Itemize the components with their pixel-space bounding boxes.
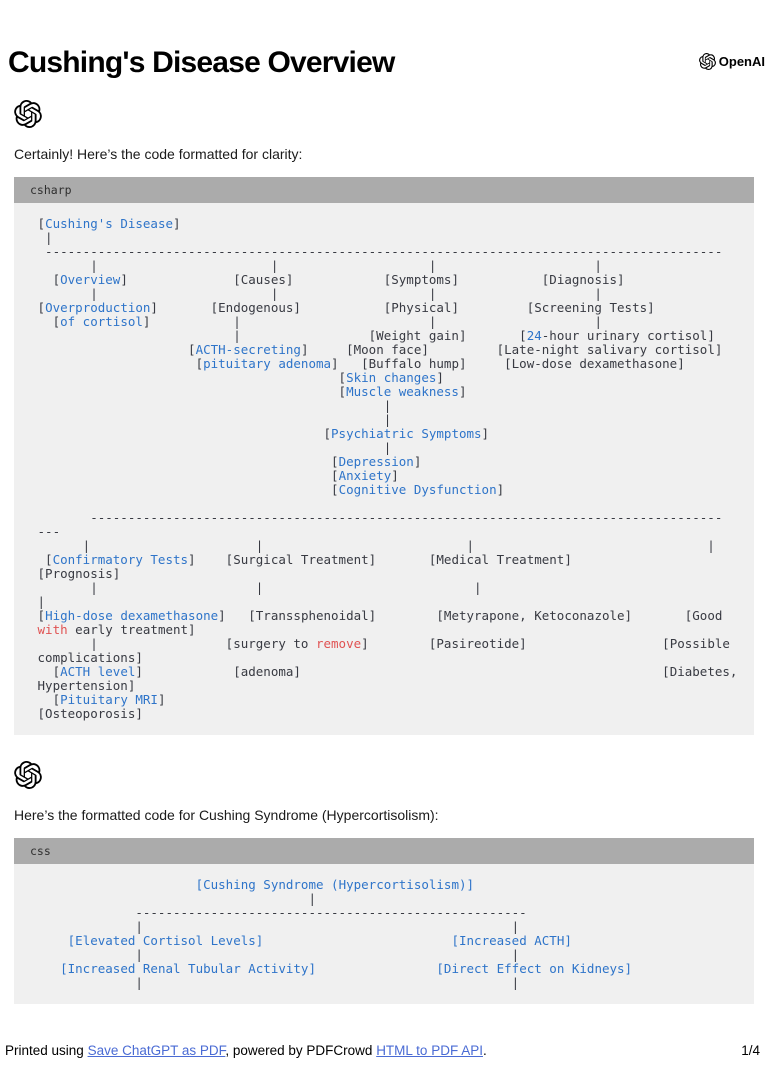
assistant-message-1: Certainly! Here’s the code formatted for… <box>14 80 754 735</box>
footer: Printed using Save ChatGPT as PDF, power… <box>5 1043 760 1058</box>
message-intro: Certainly! Here’s the code formatted for… <box>14 146 303 162</box>
footer-text: , powered by PDFCrowd <box>225 1043 377 1058</box>
footer-link-save-chatgpt[interactable]: Save ChatGPT as PDF <box>87 1043 226 1058</box>
chatgpt-avatar-icon <box>14 100 42 128</box>
openai-logo-icon <box>699 53 716 70</box>
page-title: Cushing's Disease Overview <box>8 46 395 79</box>
message-intro: Here’s the formatted code for Cushing Sy… <box>14 807 439 823</box>
footer-credit: Printed using Save ChatGPT as PDF, power… <box>5 1043 487 1058</box>
openai-brand-label: OpenAI <box>718 54 765 69</box>
assistant-message-2: Here’s the formatted code for Cushing Sy… <box>14 735 754 1004</box>
openai-brand: OpenAI <box>699 53 765 70</box>
code-block-header: css <box>14 838 754 864</box>
page-indicator: 1/4 <box>741 1043 760 1058</box>
footer-link-html-to-pdf[interactable]: HTML to PDF API <box>376 1043 483 1058</box>
code-content: [Cushing Syndrome (Hypercortisolism)] | … <box>14 864 754 1004</box>
code-block-csharp: csharp [Cushing's Disease] | -----------… <box>14 177 754 735</box>
code-language-label: csharp <box>30 183 72 197</box>
footer-text: Printed using <box>5 1043 88 1058</box>
chatgpt-avatar-icon <box>14 761 42 789</box>
code-block-css: css [Cushing Syndrome (Hypercortisolism)… <box>14 838 754 1004</box>
code-block-header: csharp <box>14 177 754 203</box>
footer-text: . <box>482 1043 487 1058</box>
code-content: [Cushing's Disease] | ------------------… <box>14 203 754 735</box>
code-language-label: css <box>30 844 51 858</box>
